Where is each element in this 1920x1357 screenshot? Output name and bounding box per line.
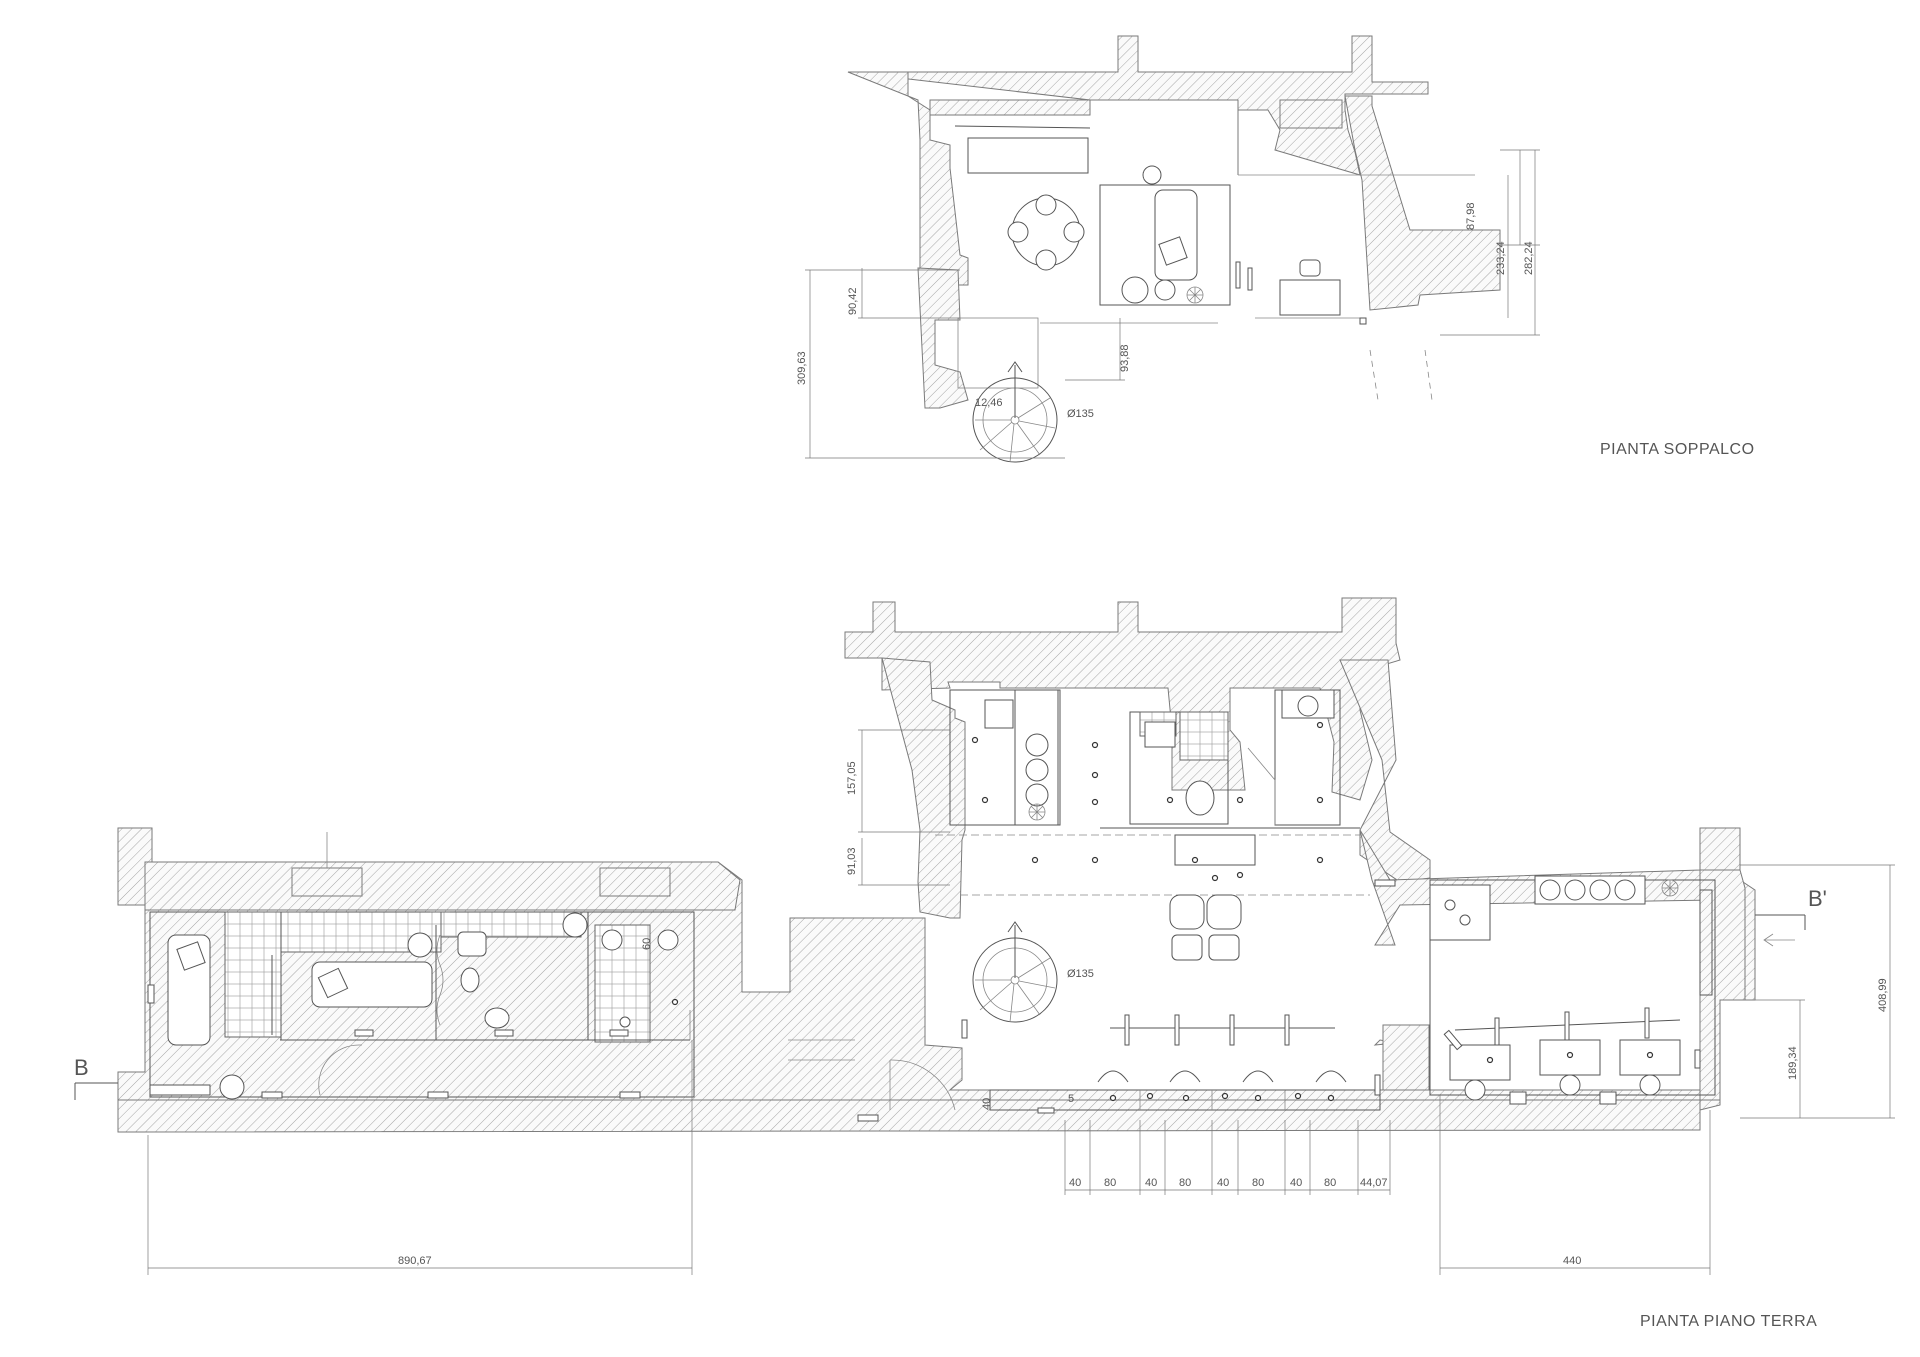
lower-dim-40: 40 (981, 1098, 993, 1110)
lower-dimension-labels: 157,05 91,03 Ø135 60 40 5 408,99 189,34 … (398, 761, 1889, 1267)
lower-dim-157: 157,05 (846, 761, 858, 795)
lower-wall-notch2 (599, 867, 671, 897)
lower-wall-bottom-base (117, 1099, 1701, 1133)
lower-row-dimensions: 40 80 40 80 40 80 40 80 44,07 (1069, 1177, 1388, 1189)
upper-plan: 309,63 90,42 93,88 12,46 Ø135 87,98 233,… (796, 35, 1540, 463)
lower-chair-1 (457, 931, 487, 957)
lower-sink-1 (407, 932, 433, 958)
upper-stair-void (957, 317, 1039, 389)
upper-desk-chair (1299, 259, 1321, 277)
lower-wall-notch1 (291, 867, 363, 897)
lower-corner-cabinet (1429, 884, 1491, 941)
lower-dim-890: 890,67 (398, 1255, 432, 1267)
upper-dim-diameter: Ø135 (1067, 408, 1094, 420)
lower-dim-60: 60 (641, 938, 653, 950)
lower-sink-3 (601, 929, 623, 951)
upper-wall-left (847, 71, 969, 286)
upper-rug (1099, 184, 1231, 306)
lower-entry-window (1699, 889, 1713, 996)
lower-row-dim-label: 40 (1217, 1177, 1229, 1189)
upper-spiral-stair (972, 361, 1058, 463)
upper-wall-leftlow (917, 267, 969, 409)
lower-counter-seats (1097, 1070, 1347, 1110)
lower-kitchen (949, 689, 1061, 826)
upper-plan-title: PIANTA SOPPALCO (1600, 441, 1755, 458)
lower-row-dim-label: 80 (1324, 1177, 1336, 1189)
lower-curtain (436, 934, 444, 1026)
upper-dim-12: 12,46 (975, 397, 1003, 409)
lower-dim-189: 189,34 (1787, 1046, 1799, 1080)
lower-dim-5: 5 (1068, 1093, 1074, 1105)
lower-row-dim-label: 80 (1252, 1177, 1264, 1189)
upper-sofa (1154, 189, 1198, 281)
upper-dimension-labels: 309,63 90,42 93,88 12,46 Ø135 87,98 233,… (796, 202, 1535, 420)
lower-plan-title: PIANTA PIANO TERRA (1640, 1313, 1818, 1330)
lower-reception-desk (1174, 834, 1256, 866)
lower-row-dim-label: 40 (1069, 1177, 1081, 1189)
lower-wall-right-end (1699, 869, 1746, 1101)
upper-dim-282: 282,24 (1523, 241, 1535, 275)
lower-wc-sink (1144, 721, 1176, 748)
lower-sink-2 (562, 912, 588, 938)
lower-door-marks (147, 879, 1396, 1122)
lower-ceiling-lights (671, 721, 1324, 1006)
lower-styling-bars (1110, 1007, 1681, 1049)
lower-wash-chairs (1169, 894, 1242, 961)
lower-tile-area-1 (224, 911, 282, 1038)
upper-kitchen-counter (967, 137, 1089, 174)
lower-row-dim-label: 40 (1290, 1177, 1302, 1189)
lower-entrance-door (889, 1059, 956, 1111)
lower-spiral-stair (972, 921, 1058, 1023)
lower-plant-icon-2 (1661, 879, 1679, 897)
section-label-b-prime: B' (1808, 886, 1827, 911)
lower-workstations (1449, 1039, 1681, 1105)
lower-dim-408: 408,99 (1877, 978, 1889, 1012)
upper-lamp (1142, 165, 1162, 185)
lower-stool (219, 1074, 245, 1100)
lower-sink-unit (984, 699, 1014, 729)
section-marker-b: B (74, 1055, 118, 1100)
lower-dim-91: 91,03 (846, 847, 858, 875)
upper-wall-niche (1279, 99, 1343, 129)
lower-door-swing (318, 1044, 362, 1096)
upper-desk (1279, 279, 1341, 316)
section-label-b: B (74, 1055, 89, 1080)
lower-row-dim-label: 44,07 (1360, 1177, 1388, 1189)
lower-row-dim-label: 80 (1104, 1177, 1116, 1189)
lower-dim-diameter: Ø135 (1067, 968, 1094, 980)
lower-dim-440: 440 (1563, 1255, 1581, 1267)
section-arrow-icon (1763, 933, 1795, 947)
lower-wall-pillar (1382, 1024, 1430, 1091)
lower-wall-top (844, 597, 1401, 801)
upper-dimension-lines (805, 149, 1540, 459)
lower-row-dim-label: 80 (1179, 1177, 1191, 1189)
upper-plant-icon (1186, 286, 1204, 304)
section-marker-b-prime: B' (1755, 886, 1827, 947)
lower-bidet (460, 967, 480, 993)
lower-toilet (657, 929, 679, 951)
upper-dim-87: 87,98 (1465, 202, 1477, 230)
upper-dim-90: 90,42 (847, 287, 859, 315)
upper-dim-309: 309,63 (796, 351, 808, 385)
lower-front-counter (989, 1089, 1381, 1111)
lower-row-dim-label: 40 (1145, 1177, 1157, 1189)
upper-dim-93: 93,88 (1119, 344, 1131, 372)
lower-wc-toilet (1185, 780, 1215, 816)
lower-massage-bed (311, 961, 433, 1008)
upper-dim-233: 233,24 (1495, 241, 1507, 275)
lower-plan: B B' (74, 597, 1895, 1275)
lower-dimension-lines (147, 729, 1895, 1275)
lower-wall-topleft (881, 657, 966, 919)
lower-plant-icon-1 (1028, 803, 1046, 821)
